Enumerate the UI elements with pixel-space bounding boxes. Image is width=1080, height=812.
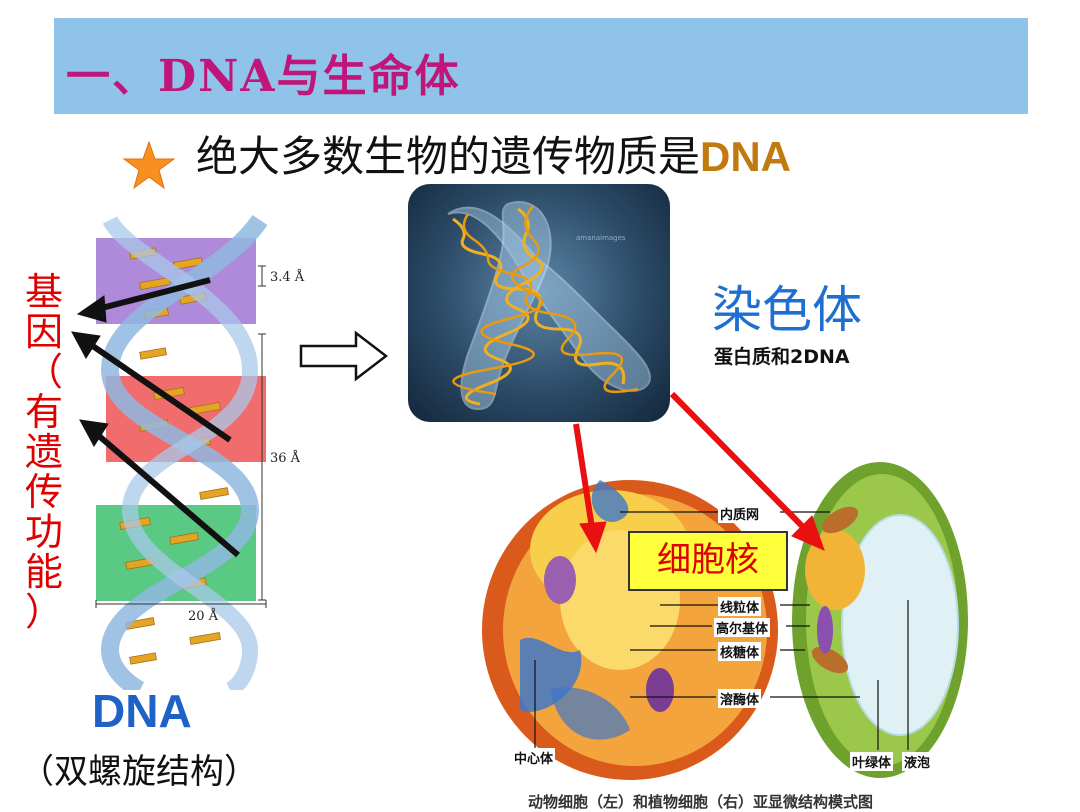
gene-char: （: [24, 350, 63, 394]
cell-caption: 动物细胞（左）和植物细胞（右）亚显微结构模式图: [528, 793, 874, 811]
gene-char: 因: [24, 310, 63, 354]
watermark: amanaimages: [576, 234, 626, 242]
gene-char: 传: [24, 470, 63, 514]
label-ribosome: 核糖体: [718, 642, 762, 661]
chromosome-image: amanaimages: [408, 184, 670, 422]
label-vacuole: 液泡: [902, 752, 933, 771]
width-label: 20 Å: [188, 608, 219, 624]
gene-char: 功: [24, 510, 63, 554]
label-mitochondria: 线粒体: [718, 597, 762, 616]
label-golgi: 高尔基体: [714, 618, 771, 637]
gene-char: 遗: [24, 430, 63, 474]
label-centrosome: 中心体: [512, 748, 556, 767]
title-bar: [54, 18, 1028, 114]
nucleus-label: 细胞核: [628, 531, 788, 591]
gene-char: 基: [24, 270, 63, 314]
gene-char: ）: [24, 590, 63, 634]
turn-label: 36 Å: [270, 450, 301, 466]
chromosome-title: 染色体: [712, 281, 862, 339]
pitch-label: 3.4 Å: [270, 269, 305, 285]
headline-text: 绝大多数生物的遗传物质是: [196, 132, 701, 181]
slide-title: 一、DNA与生命体: [66, 51, 461, 102]
dna-subtitle: （双螺旋结构）: [20, 752, 258, 792]
gene-char: 能: [24, 550, 63, 594]
gene-label: 基 因 （ 有 遗 传 功 能 ）: [22, 272, 66, 632]
chromosome-subtitle: 蛋白质和2DNA: [714, 346, 850, 368]
label-chloroplast: 叶绿体: [850, 752, 894, 771]
gene-char: 有: [24, 390, 63, 434]
headline: 绝大多数生物的遗传物质是DNA: [196, 130, 791, 184]
dna-label: DNA: [92, 685, 192, 737]
label-er: 内质网: [718, 504, 762, 523]
hollow-arrow-icon: [299, 330, 389, 382]
label-lysosome: 溶酶体: [718, 689, 762, 708]
dna-helix-diagram: 3.4 Å 36 Å 20 Å: [71, 214, 305, 690]
headline-highlight: DNA: [700, 133, 792, 180]
star-icon: [122, 140, 176, 190]
